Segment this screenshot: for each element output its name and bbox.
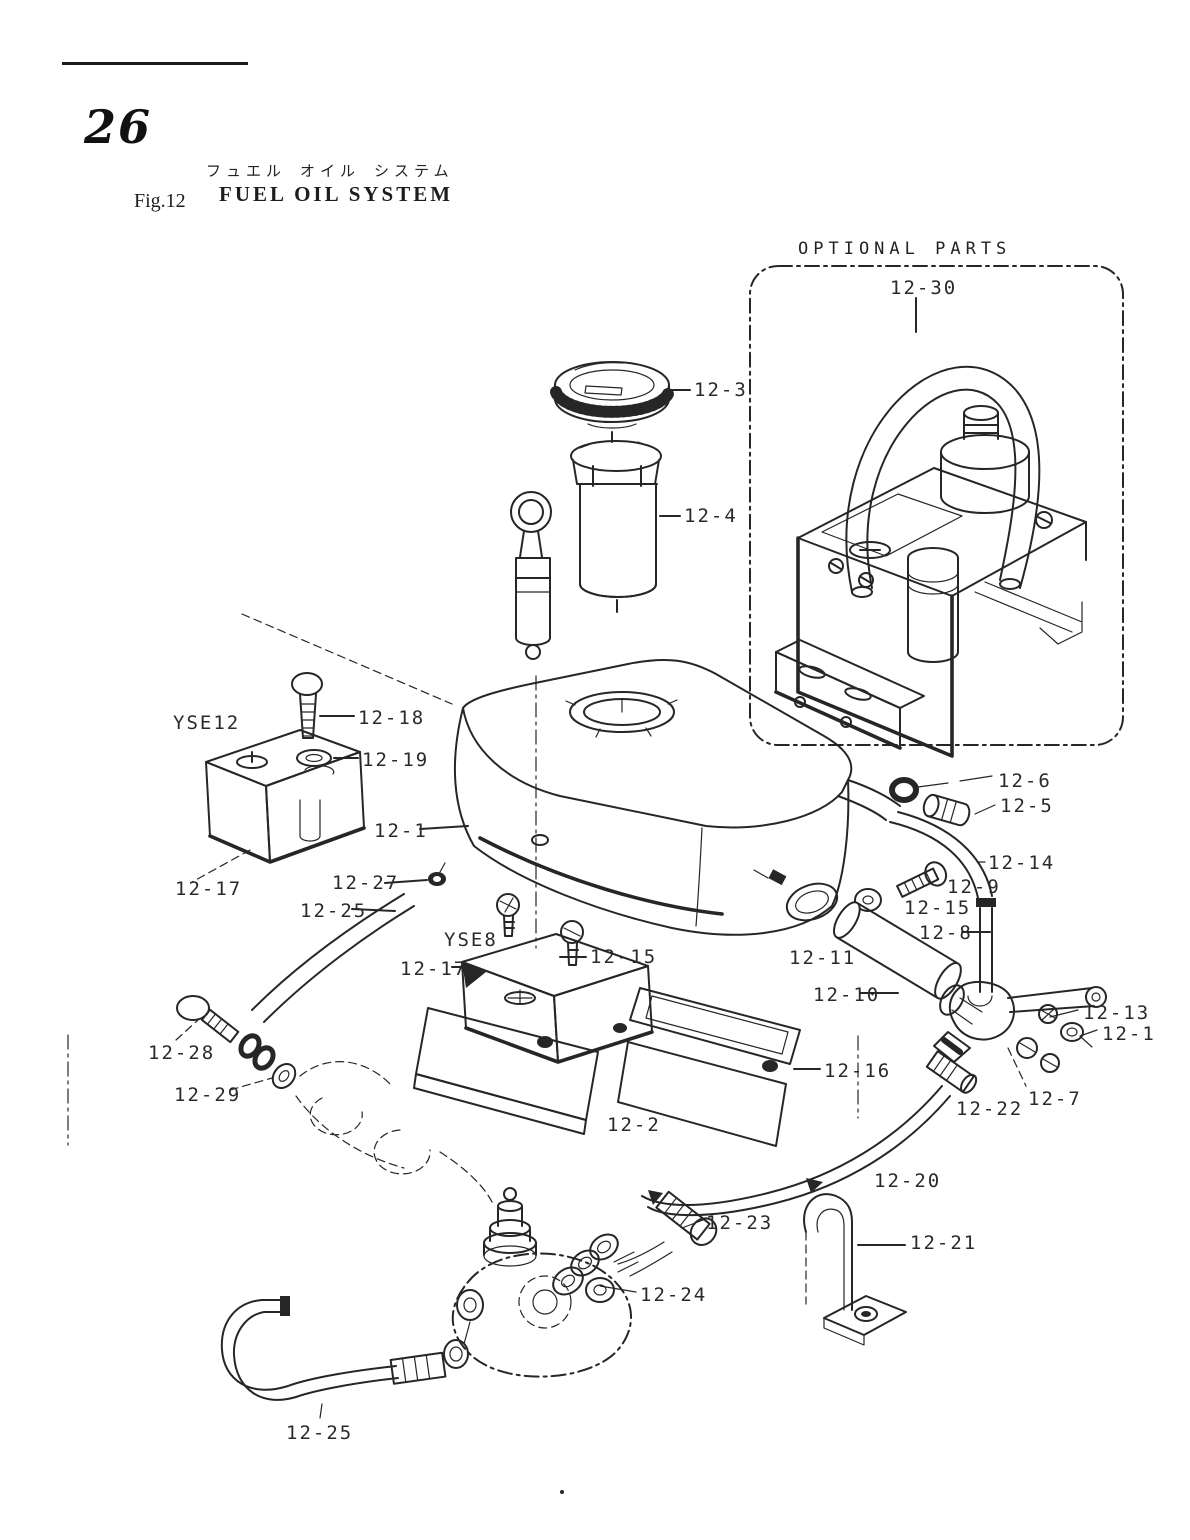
part-label-12-17-mid: 12-17 bbox=[400, 958, 468, 980]
part-label-12-9: 12-9 bbox=[947, 876, 1001, 898]
figure-label: Fig.12 bbox=[134, 190, 186, 212]
part-label-12-15-mid: 12-15 bbox=[590, 946, 658, 968]
injection-pump-drawing bbox=[220, 1187, 639, 1494]
figure-title: FUEL OIL SYSTEM bbox=[219, 182, 454, 206]
part-label-12-25-left: 12-25 bbox=[300, 900, 368, 922]
part-label-12-10: 12-10 bbox=[813, 984, 881, 1006]
part-label-12-28: 12-28 bbox=[148, 1042, 216, 1064]
part-label-12-8: 12-8 bbox=[919, 922, 973, 944]
fuel-tank-drawing bbox=[241, 613, 901, 936]
part-label-12-20: 12-20 bbox=[874, 1170, 942, 1192]
part-label-model-yse12: YSE12 bbox=[173, 712, 241, 734]
part-label-12-18: 12-18 bbox=[358, 707, 426, 729]
part-label-12-27: 12-27 bbox=[332, 872, 400, 894]
part-label-12-5: 12-5 bbox=[1000, 795, 1054, 817]
fuel-cock-assembly-drawing bbox=[552, 775, 1107, 1346]
fuel-cap-drawing bbox=[550, 361, 691, 443]
part-label-12-3: 12-3 bbox=[694, 379, 748, 401]
part-label-12-25-bottom: 12-25 bbox=[286, 1422, 354, 1444]
part-label-12-7: 12-7 bbox=[1028, 1088, 1082, 1110]
part-label-12-24: 12-24 bbox=[640, 1284, 708, 1306]
part-label-12-14: 12-14 bbox=[988, 852, 1056, 874]
optional-parts-heading: OPTIONAL PARTS bbox=[798, 239, 1012, 259]
part-label-12-6: 12-6 bbox=[998, 770, 1052, 792]
yse8-mount-drawing bbox=[413, 893, 859, 1147]
left-fuel-line-drawing bbox=[67, 862, 495, 1207]
part-label-12-17-left: 12-17 bbox=[175, 878, 243, 900]
part-label-12-19: 12-19 bbox=[362, 749, 430, 771]
part-label-12-29: 12-29 bbox=[174, 1084, 242, 1106]
part-label-12-1-right: 12-1 bbox=[1102, 1023, 1156, 1045]
top-rule bbox=[62, 62, 248, 65]
part-label-12-11: 12-11 bbox=[789, 947, 857, 969]
part-label-12-21: 12-21 bbox=[910, 1232, 978, 1254]
part-label-12-22: 12-22 bbox=[956, 1098, 1024, 1120]
part-label-12-16: 12-16 bbox=[824, 1060, 892, 1082]
optional-parts-box bbox=[749, 265, 1124, 746]
part-label-model-yse8: YSE8 bbox=[444, 929, 498, 951]
part-label-12-13: 12-13 bbox=[1083, 1002, 1151, 1024]
fuel-strainer-drawing bbox=[570, 440, 681, 613]
page-number: 26 bbox=[84, 100, 153, 154]
part-label-12-23: 12-23 bbox=[706, 1212, 774, 1234]
part-label-12-4: 12-4 bbox=[684, 505, 738, 527]
part-label-12-2: 12-2 bbox=[607, 1114, 661, 1136]
part-label-12-1-tank: 12-1 bbox=[374, 820, 428, 842]
figure-title-japanese: フュエル オイル システム bbox=[206, 162, 454, 180]
optional-aux-tank-drawing bbox=[774, 365, 1087, 758]
yse12-mount-drawing bbox=[191, 672, 366, 883]
part-label-12-15-right: 12-15 bbox=[904, 897, 972, 919]
cap-retainer-drawing bbox=[510, 491, 552, 949]
part-label-12-30: 12-30 bbox=[890, 277, 958, 299]
